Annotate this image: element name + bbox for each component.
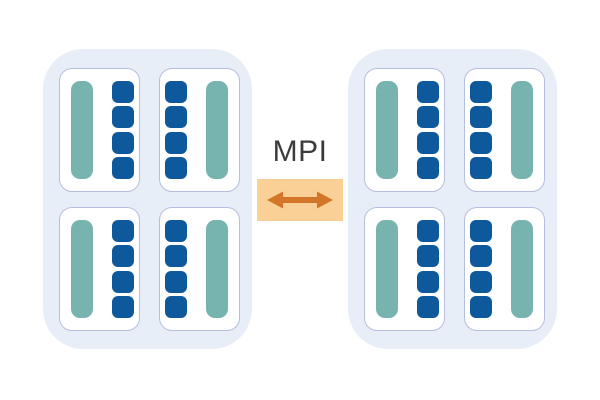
cpu-core (470, 156, 492, 179)
socket (59, 207, 140, 331)
cpu-core (470, 245, 492, 268)
memory-bar (206, 81, 228, 179)
core-column (112, 220, 134, 318)
memory-bar (206, 220, 228, 318)
memory-bar (376, 220, 398, 318)
cpu-core (470, 81, 492, 103)
cpu-core (165, 156, 187, 179)
cpu-core (417, 106, 439, 129)
core-column (112, 81, 134, 179)
cpu-core (165, 131, 187, 154)
memory-bar (71, 220, 93, 318)
memory-bar (71, 81, 93, 179)
socket (59, 68, 140, 192)
mpi-connector-box (257, 179, 343, 221)
memory-bar (511, 220, 533, 318)
socket (364, 207, 445, 331)
memory-bar (511, 81, 533, 179)
cpu-core (417, 220, 439, 242)
cpu-core (165, 245, 187, 268)
core-column (165, 220, 187, 318)
cpu-core (165, 81, 187, 103)
socket (159, 207, 240, 331)
cpu-core (417, 270, 439, 293)
cpu-core (112, 106, 134, 129)
node-left (43, 49, 252, 349)
cpu-core (417, 156, 439, 179)
cpu-core (112, 156, 134, 179)
socket (464, 207, 545, 331)
cpu-core (112, 270, 134, 293)
core-column (470, 81, 492, 179)
cpu-core (470, 220, 492, 242)
cpu-core (165, 106, 187, 129)
cpu-core (470, 295, 492, 318)
cpu-core (112, 245, 134, 268)
cpu-core (112, 220, 134, 242)
cpu-core (417, 295, 439, 318)
cpu-core (417, 131, 439, 154)
socket (364, 68, 445, 192)
core-column (417, 81, 439, 179)
cpu-core (470, 106, 492, 129)
cpu-core (470, 131, 492, 154)
double-arrow-icon (267, 191, 333, 209)
core-column (470, 220, 492, 318)
cpu-core (165, 220, 187, 242)
cpu-core (165, 295, 187, 318)
socket (464, 68, 545, 192)
socket (159, 68, 240, 192)
cpu-core (417, 245, 439, 268)
memory-bar (376, 81, 398, 179)
node-right (348, 49, 557, 349)
cpu-core (112, 131, 134, 154)
cpu-core (417, 81, 439, 103)
core-column (165, 81, 187, 179)
cpu-core (112, 81, 134, 103)
cpu-core (165, 270, 187, 293)
mpi-label: MPI (272, 135, 328, 168)
cpu-core (470, 270, 492, 293)
core-column (417, 220, 439, 318)
cpu-core (112, 295, 134, 318)
